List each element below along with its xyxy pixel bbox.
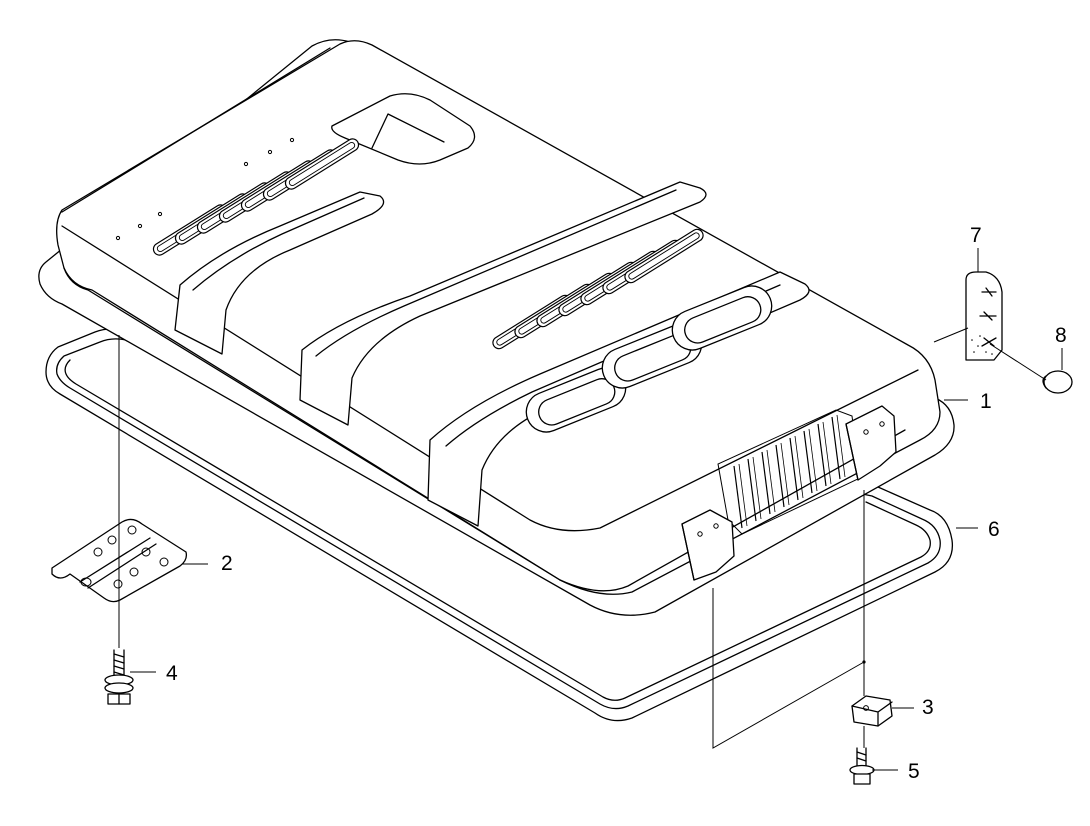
grille-rib <box>775 444 785 508</box>
cover-bracket-pads <box>681 405 897 581</box>
callout-6: 6 <box>988 518 1000 541</box>
grille-rib-edge <box>738 463 748 527</box>
grille-rib <box>733 465 743 529</box>
front-grille <box>733 414 846 529</box>
callout-7: 7 <box>970 224 982 247</box>
grille-rib <box>831 416 841 480</box>
callout-2: 2 <box>221 552 233 575</box>
vent-slots-2 <box>492 228 704 350</box>
part-3-clip <box>851 695 893 727</box>
part-7-bracket <box>965 271 1003 361</box>
grille-rib <box>747 458 757 522</box>
callout-4: 4 <box>166 662 178 685</box>
grille-rib-edge <box>836 414 846 478</box>
callout-5: 5 <box>908 760 920 783</box>
vent-slot <box>284 138 360 190</box>
grille-rib-edge <box>822 421 832 485</box>
part-5-screw <box>849 747 875 785</box>
callout-leaders <box>130 248 1063 771</box>
assembly-lines <box>118 327 1047 749</box>
vent-slots-1 <box>152 138 360 256</box>
grille-rib <box>817 423 827 487</box>
callout-8: 8 <box>1055 324 1067 347</box>
grille-rib <box>803 430 813 494</box>
callout-3: 3 <box>922 696 934 719</box>
grille-rib-edge <box>752 456 762 520</box>
grille-rib <box>761 451 771 515</box>
grille-rib-edge <box>808 428 818 492</box>
grille-rib-edge <box>780 442 790 506</box>
grille-rib-edge <box>794 435 804 499</box>
oval-recesses <box>525 285 773 433</box>
callout-1: 1 <box>980 390 992 413</box>
vent-slot <box>624 228 704 284</box>
part-4-bolt <box>104 649 134 705</box>
cover-dots <box>115 137 295 241</box>
part-8-plug <box>1042 370 1073 394</box>
grille-rib <box>789 437 799 501</box>
grille-rib-edge <box>766 449 776 513</box>
callout-labels: 1 2 3 4 5 6 7 8 <box>166 224 1067 783</box>
